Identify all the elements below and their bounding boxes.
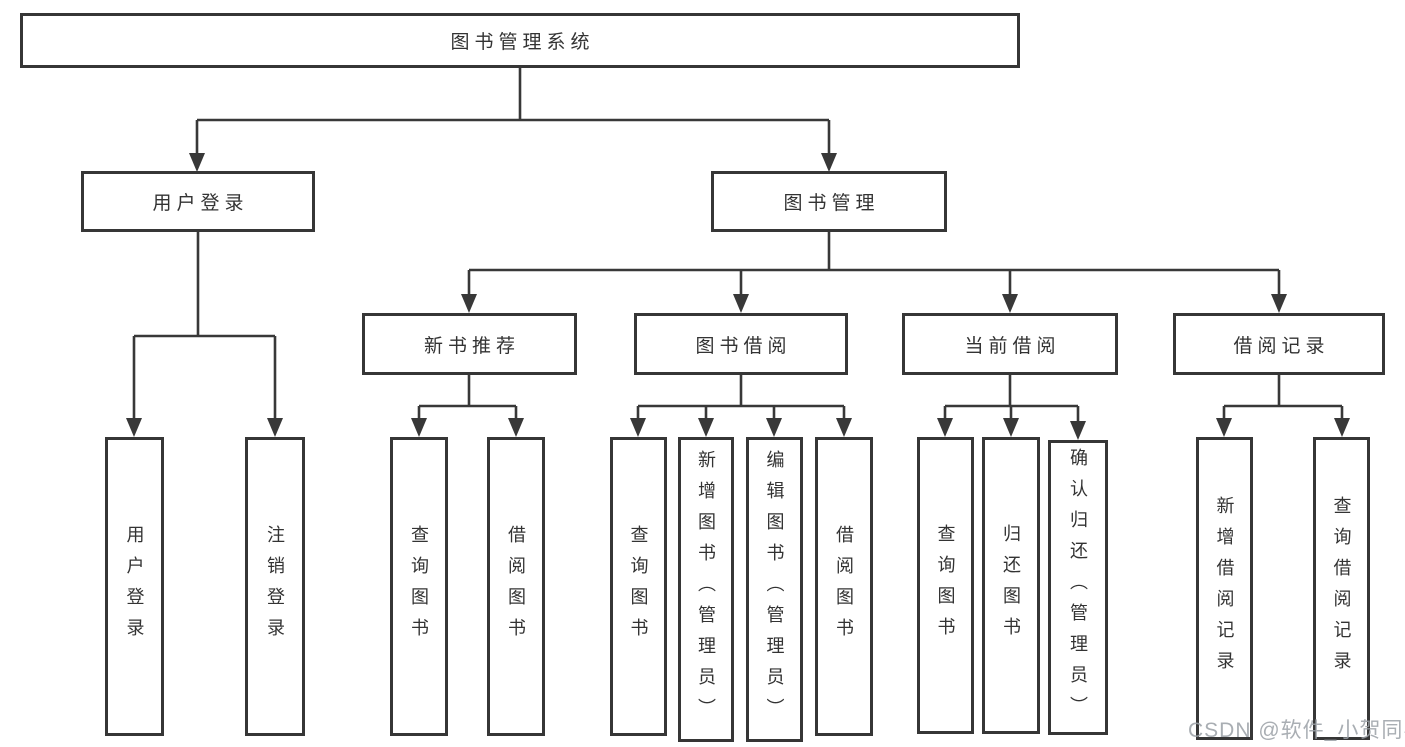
node-leaf-add-books-admin: 新增图书（管理员） bbox=[678, 437, 734, 742]
node-current-borrowing: 当前借阅 bbox=[902, 313, 1118, 375]
node-branch-book-management: 图书管理 bbox=[711, 171, 947, 232]
node-book-borrowing: 图书借阅 bbox=[634, 313, 848, 375]
node-leaf-user-login: 用户登录 bbox=[105, 437, 164, 736]
node-borrowing-records: 借阅记录 bbox=[1173, 313, 1385, 375]
node-leaf-borrow-books-borrow: 借阅图书 bbox=[815, 437, 873, 736]
node-leaf-logout: 注销登录 bbox=[245, 437, 305, 736]
node-leaf-add-borrow-record: 新增借阅记录 bbox=[1196, 437, 1253, 740]
csdn-watermark: CSDN @软件_小贺同学 bbox=[1188, 719, 1405, 742]
node-branch-user-login: 用户登录 bbox=[81, 171, 315, 232]
node-leaf-query-books-recommend: 查询图书 bbox=[390, 437, 448, 736]
node-leaf-return-books: 归还图书 bbox=[982, 437, 1040, 734]
node-root-library-system: 图书管理系统 bbox=[20, 13, 1020, 68]
node-leaf-query-borrow-record: 查询借阅记录 bbox=[1313, 437, 1370, 740]
node-leaf-borrow-books-recommend: 借阅图书 bbox=[487, 437, 545, 736]
node-leaf-edit-books-admin: 编辑图书（管理员） bbox=[746, 437, 803, 742]
node-leaf-query-books-current: 查询图书 bbox=[917, 437, 974, 734]
node-new-book-recommendation: 新书推荐 bbox=[362, 313, 577, 375]
node-leaf-confirm-return-admin: 确认归还（管理员） bbox=[1048, 440, 1108, 735]
node-leaf-query-books-borrow: 查询图书 bbox=[610, 437, 667, 736]
